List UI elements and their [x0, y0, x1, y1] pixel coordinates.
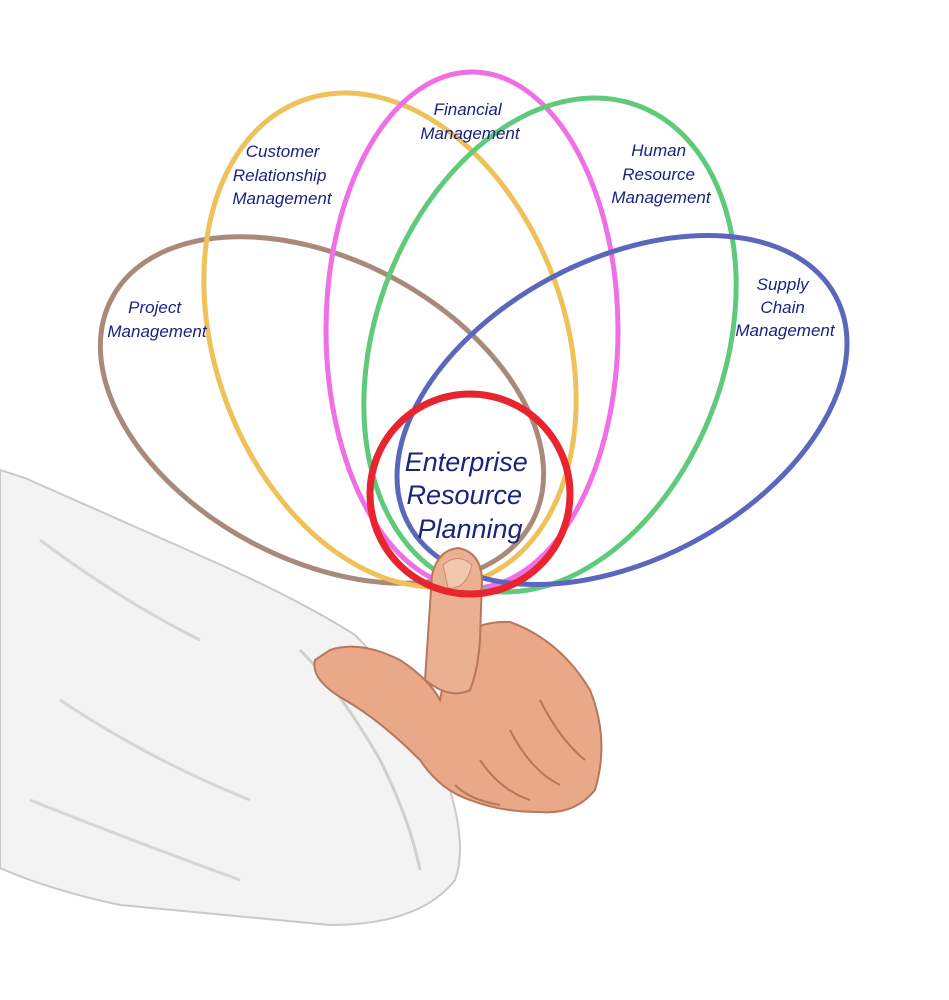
petal-project-outline [97, 234, 547, 586]
hand-pointing-icon [0, 468, 603, 927]
petal-supply-outline [394, 233, 850, 587]
petal-project [97, 234, 547, 586]
label-financial: Financial Management [420, 100, 521, 143]
label-supply: Supply Chain Management [735, 275, 836, 340]
label-project: Project Management [107, 298, 208, 341]
curled-fingers [454, 699, 586, 806]
label-hr: Human Resource Management [611, 141, 712, 207]
petal-supply [394, 233, 850, 587]
index-finger [423, 546, 484, 695]
hand-palm [313, 620, 603, 814]
sleeve-fold [29, 538, 251, 882]
center-circle [366, 390, 574, 598]
center-node: Enterprise Resource Planning [366, 390, 574, 598]
center-label: Enterprise Resource Planning [405, 447, 536, 544]
fingernail [442, 558, 473, 589]
label-crm: Customer Relationship Management [232, 142, 333, 208]
